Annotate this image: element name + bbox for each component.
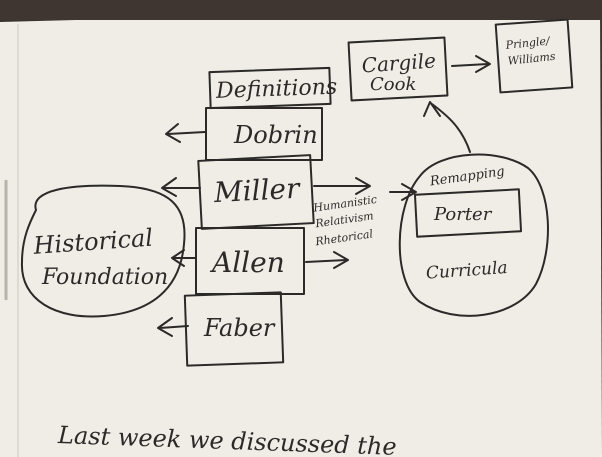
top-right-line2: Williams (507, 50, 556, 68)
faber-box (183, 291, 285, 367)
arrow-faber-left (157, 317, 189, 337)
right-arrows (305, 177, 417, 269)
arrow-to-small-box (451, 55, 491, 73)
historical-outline (20, 184, 186, 318)
arrow-dobrin-left (165, 123, 206, 143)
porter-box (413, 188, 523, 238)
faber-label: Faber (203, 314, 276, 342)
porter-label: Porter (433, 204, 493, 225)
top-right-line1: Pringle/ (504, 34, 551, 52)
arrow-allen-left (171, 249, 197, 267)
arrow-miller-left (161, 177, 201, 197)
dobrin-label: Dobrin (233, 121, 318, 149)
cargile-cook-node: Cargile Cook (347, 36, 449, 102)
author-stack: Definitions Dobrin Miller Allen Faber (183, 66, 338, 367)
arrow-miller-right (313, 177, 371, 195)
curricula-outline (398, 153, 549, 317)
top-right-node: Pringle/ Williams (494, 18, 574, 94)
arrow-curricula-to-cargile (423, 101, 471, 153)
left-arrows (157, 123, 206, 337)
cargile-line1: Cargile (361, 48, 437, 77)
middle-note: Humanistic Relativism Rhetorical (312, 193, 378, 249)
definitions-box (208, 66, 332, 110)
historical-line2: Foundation (41, 265, 168, 290)
cargile-box (347, 36, 449, 102)
dobrin-box (205, 107, 323, 161)
miller-box (197, 154, 315, 230)
allen-label: Allen (209, 246, 285, 279)
miller-label: Miller (212, 172, 302, 210)
top-right-box (494, 18, 574, 94)
cargile-line2: Cook (370, 74, 416, 95)
arrow-allen-right (305, 251, 349, 269)
definitions-label: Definitions (215, 75, 338, 104)
